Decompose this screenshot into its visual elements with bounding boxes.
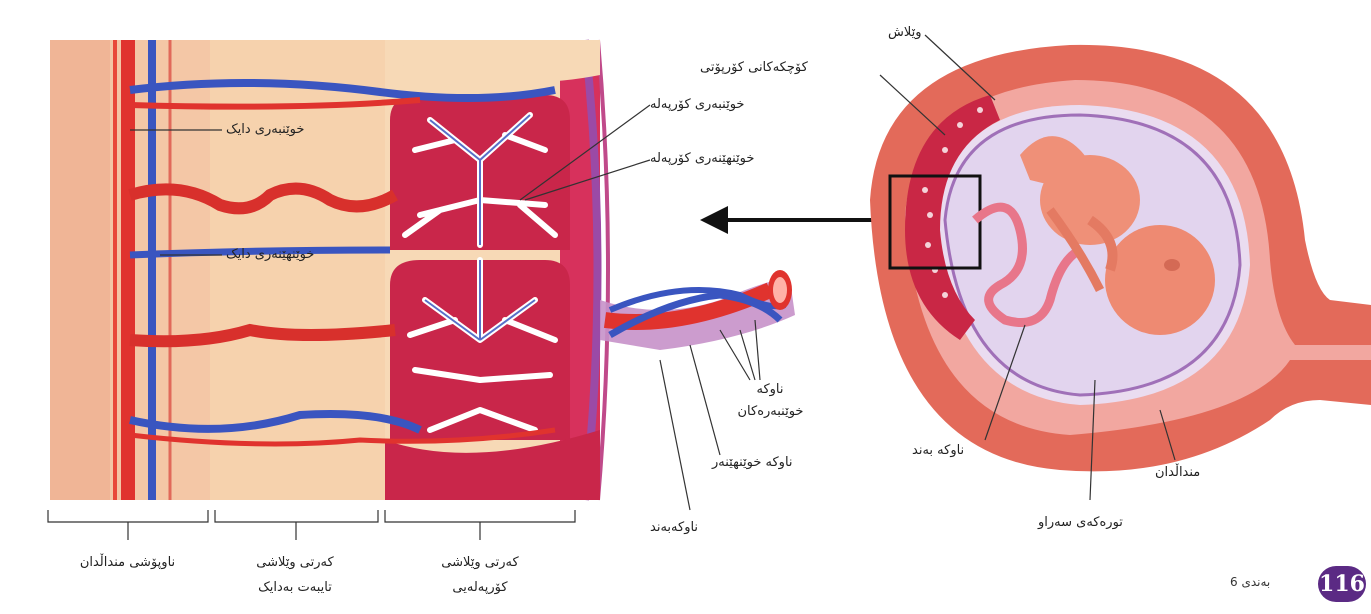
page-number-badge: 116 [1318,566,1366,602]
label-uterus: منداڵدان [1155,465,1200,481]
villus-lower [390,260,570,440]
villus-upper [390,95,570,250]
label-maternal-part-line1: کەرتی وێلاشی [230,555,360,571]
label-fetal-artery: خوێنبەری کۆرپەلە [650,97,744,113]
placenta-cross-section [0,0,795,510]
label-umbilical-arteries-line1: ناوکە [740,382,800,398]
label-fetal-vein: خوێنهێنەری کۆرپەلە [650,151,754,167]
uterus-illustration [870,45,1371,472]
label-umbilical-vein: ناوکە خوێنهێنەر [712,455,793,471]
label-umbilical-cord-right: ناوکە بەند [912,443,964,459]
label-fetal-capillaries: کۆچکەکانی کۆرپۆتی [700,60,808,76]
label-umbilical-cord-left: ناوکەبەند [650,520,698,536]
label-fetal-part-line2: کۆرپەلەیی [415,580,545,596]
label-amniotic-sac: تورەکەی سەراو [1038,515,1123,531]
label-maternal-part-line2: تایبەت بەدایک [230,580,360,596]
label-maternal-artery: خوێنبەری دایک [226,122,304,138]
umbilical-cord [600,270,795,350]
section-label: بەندی 6 [1230,575,1270,589]
label-placenta: وێلاش [888,25,922,41]
label-uterine-lining: ناوپۆشی منداڵدان [40,555,215,571]
label-maternal-vein: خوێنهێنەری دایک [226,247,314,263]
label-umbilical-arteries-line2: خوێنبەرەکان [718,404,823,420]
zoom-arrow [700,206,890,234]
label-fetal-part-line1: کەرتی وێلاشی [415,555,545,571]
